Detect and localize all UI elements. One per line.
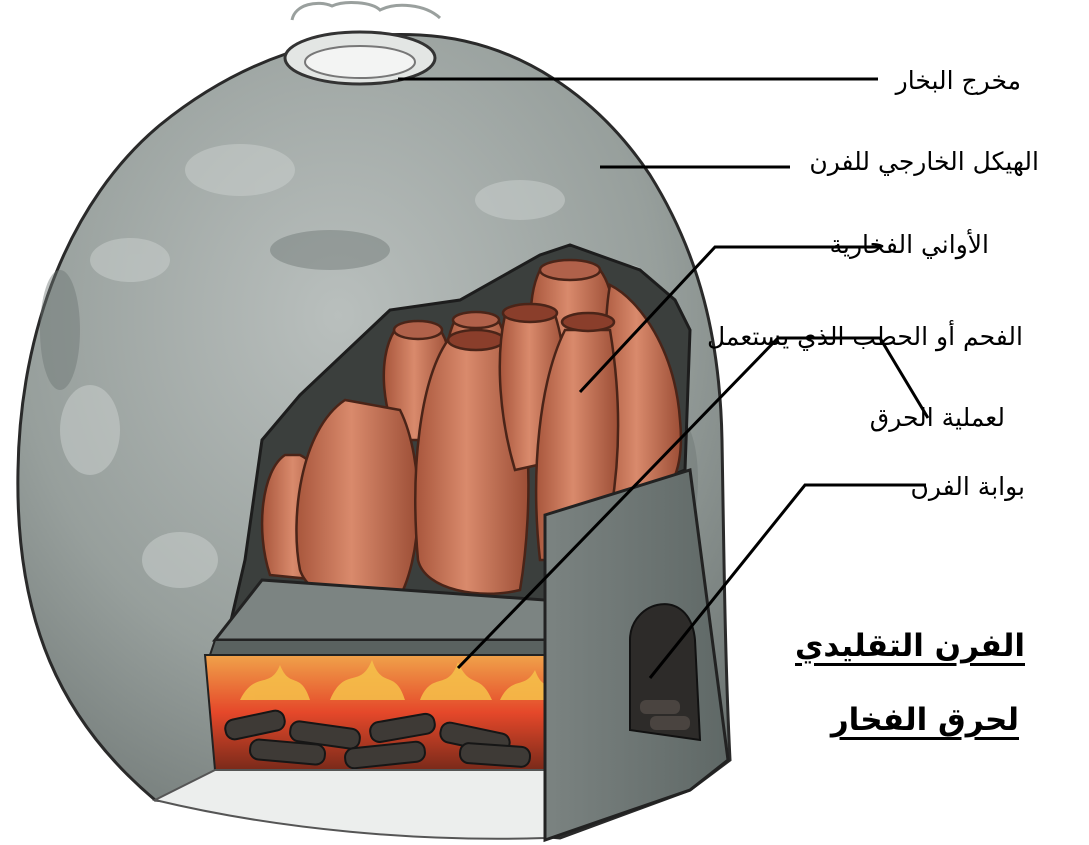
label-steam-outlet: مخرج البخار [896,66,1021,96]
label-fuel-line2: لعملية الحرق [870,403,1005,433]
label-fuel-line1: الفحم أو الحطب الذي يستعمل [707,322,1023,352]
label-outer-structure: الهيكل الخارجي للفرن [809,147,1039,177]
label-pottery-vessels: الأواني الفخارية [830,230,989,260]
title-line1: الفرن التقليدي [795,626,1025,666]
smoke-puff [292,3,440,20]
title-line2: لحرق الفخار [831,700,1019,740]
label-kiln-door: بوابة الفرن [911,472,1026,502]
steam-outlet-opening [285,32,435,84]
kiln-base [155,770,555,839]
